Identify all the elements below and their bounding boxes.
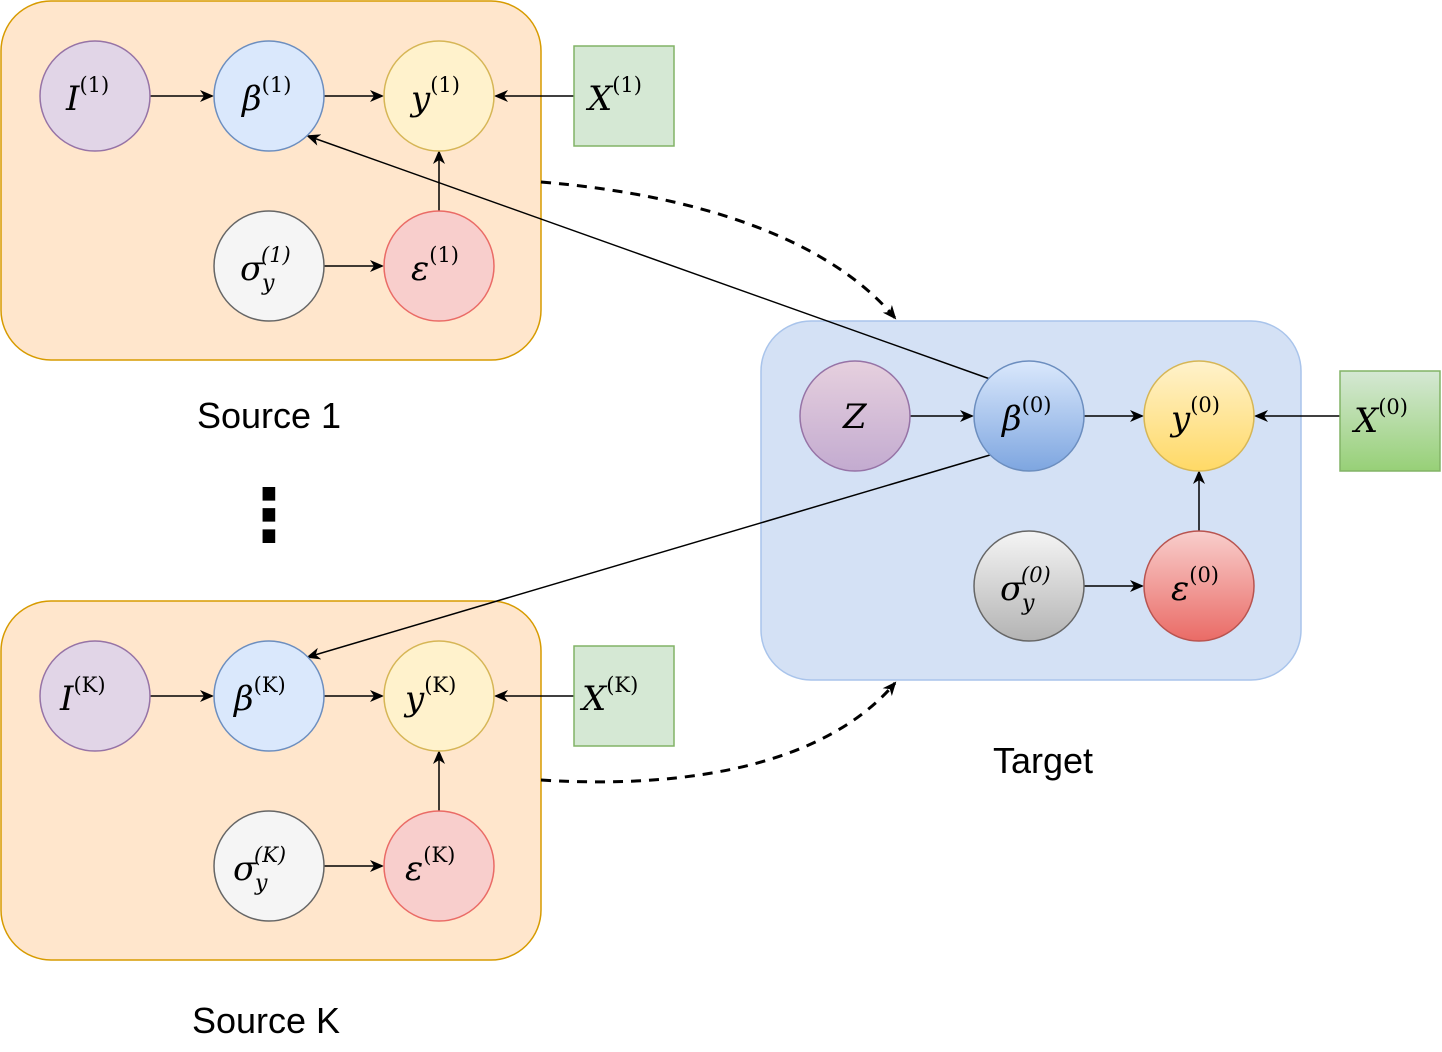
node-epsilon-1: ε(1): [383, 210, 495, 322]
svg-text:y(K): y(K): [403, 673, 456, 719]
node-sigma-1: σ (1) y: [213, 210, 325, 322]
node-I-1: I(1): [39, 40, 151, 152]
node-sigma-k: σ (K) y: [213, 810, 325, 922]
svg-text:Z: Z: [842, 397, 868, 437]
node-beta-1: β(1): [213, 40, 325, 152]
node-beta-k: β(K): [213, 640, 325, 752]
target-edges: [910, 410, 1340, 592]
target-caption: Target: [993, 740, 1093, 781]
node-sigma-0: σ (0) y: [973, 530, 1085, 642]
node-I-k: I(K): [39, 640, 151, 752]
svg-text:σ: σ: [1000, 569, 1024, 609]
cross-edges: [306, 134, 991, 660]
svg-text:ε(0): ε(0): [1171, 563, 1219, 609]
svg-text:β(K): β(K): [232, 673, 286, 719]
svg-text:y(0): y(0): [1169, 393, 1220, 439]
node-epsilon-0: ε(0): [1143, 530, 1255, 642]
node-y-0: y(0): [1143, 360, 1255, 472]
node-y-k: y(K): [383, 640, 495, 752]
svg-text:y(1): y(1): [409, 73, 460, 119]
node-epsilon-k: ε(K): [383, 810, 495, 922]
node-X-0: X(0): [1339, 370, 1441, 472]
svg-text:σ: σ: [240, 249, 264, 289]
node-beta-0: β(0): [973, 360, 1085, 472]
node-X-1: X(1): [573, 45, 675, 147]
transfer-arcs: [540, 180, 897, 784]
svg-text:β(1): β(1): [240, 73, 291, 119]
vertical-ellipsis: ⋮: [233, 473, 305, 557]
svg-text:y: y: [254, 871, 268, 896]
svg-text:I(1): I(1): [65, 73, 109, 119]
source-k-caption: Source K: [192, 1000, 340, 1041]
svg-text:X(K): X(K): [579, 673, 638, 719]
svg-text:I(K): I(K): [59, 673, 106, 719]
svg-text:X(0): X(0): [1351, 395, 1408, 441]
node-Z: Z: [799, 360, 911, 472]
source-1-edges: [150, 90, 574, 272]
svg-text:X(1): X(1): [585, 73, 642, 119]
svg-text:y: y: [261, 271, 275, 296]
svg-text:(K): (K): [254, 843, 286, 867]
node-y-1: y(1): [383, 40, 495, 152]
svg-text:ε(1): ε(1): [411, 243, 459, 289]
svg-text:y: y: [1021, 591, 1035, 616]
svg-text:(0): (0): [1021, 563, 1051, 587]
source-1-caption: Source 1: [197, 395, 341, 436]
svg-text:(1): (1): [261, 243, 291, 267]
source-k-edges: [150, 690, 574, 872]
svg-text:ε(K): ε(K): [405, 843, 455, 889]
svg-text:β(0): β(0): [1000, 393, 1051, 439]
svg-text:σ: σ: [233, 849, 257, 889]
node-X-k: X(K): [573, 645, 675, 747]
